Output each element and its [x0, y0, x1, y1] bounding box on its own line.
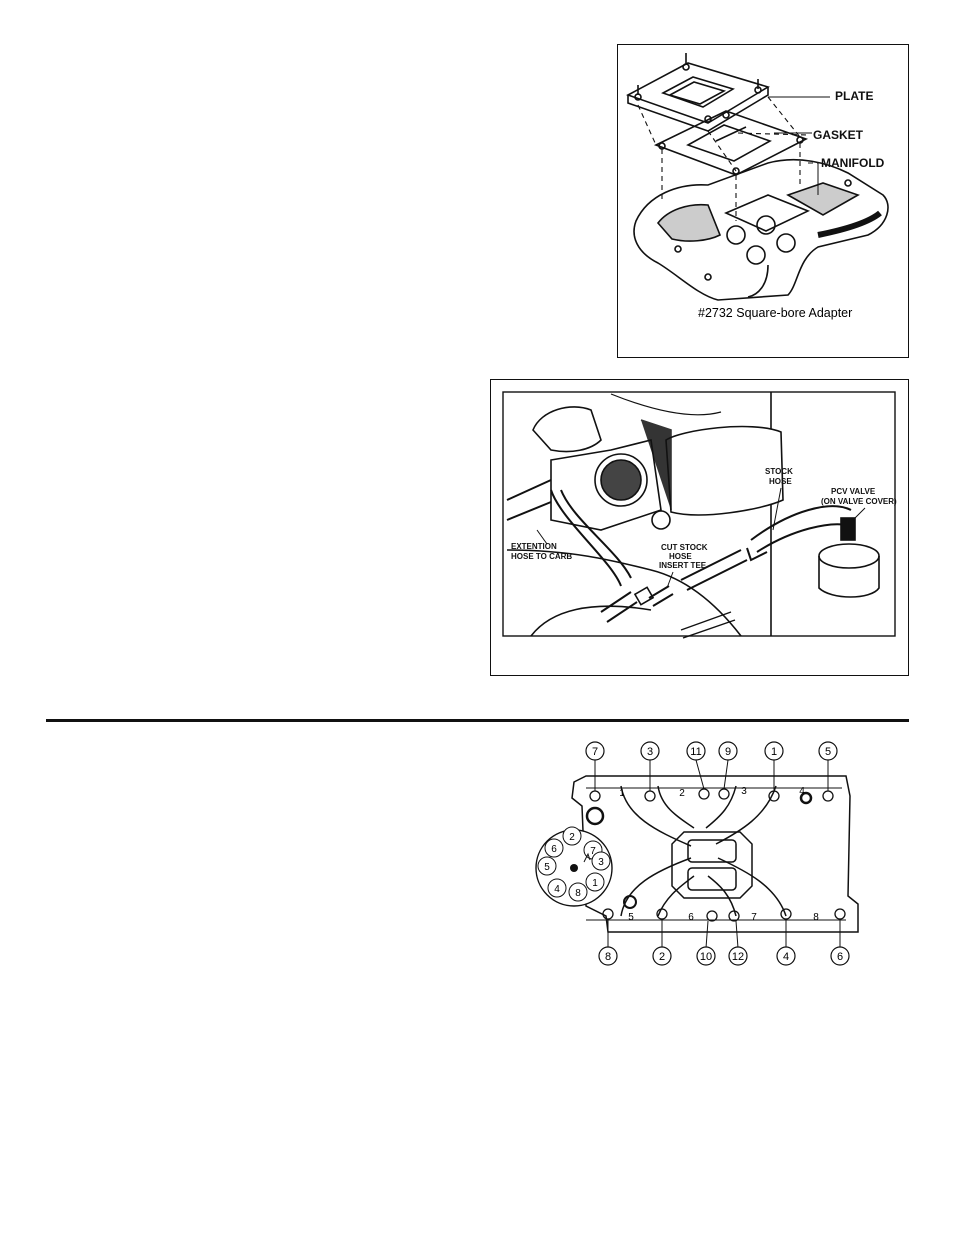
firing-order-6: 6	[551, 844, 557, 855]
bolt-callout-top-6: 5	[825, 746, 831, 758]
firing-order-wheel: 2 7 3 1 8 4 5 6	[536, 827, 612, 906]
manifold-bolt-sequence-figure: 7 3 11 9 1 5 8 2 10 12 4 6 1 2 3	[526, 736, 866, 971]
port-number-top-2: 2	[679, 788, 685, 799]
firing-order-8: 8	[575, 888, 581, 899]
bolt-callout-bottom-2: 2	[659, 951, 665, 963]
firing-order-5: 5	[544, 862, 550, 873]
gasket-label: GASKET	[813, 128, 864, 142]
bolt-callout-top-5: 1	[771, 746, 777, 758]
port-number-bottom-8: 8	[813, 912, 819, 923]
bolt-callout-bottom-5: 4	[783, 951, 789, 963]
stock-hose-label-1: STOCK	[765, 467, 793, 476]
plate-drawing	[628, 53, 768, 131]
cut-stock-hose-label-1: CUT STOCK	[661, 543, 708, 552]
bolt-callout-top-4: 9	[725, 746, 731, 758]
firing-order-7: 7	[590, 846, 596, 857]
bottom-bolt-callouts	[599, 947, 849, 965]
bolt-callout-bottom-6: 6	[837, 951, 843, 963]
port-number-bottom-6: 6	[688, 912, 694, 923]
firing-order-1: 1	[592, 878, 598, 889]
bolt-callout-top-1: 7	[592, 746, 598, 758]
manifold-drawing	[634, 160, 888, 300]
port-number-bottom-7: 7	[751, 912, 757, 923]
firing-order-3: 3	[598, 857, 604, 868]
plate-label: PLATE	[835, 89, 873, 103]
manifold-outline	[572, 776, 858, 932]
stock-hose-label-2: HOSE	[769, 477, 792, 486]
manifold-label: MANIFOLD	[821, 156, 885, 170]
bolt-sequence-illustration: 7 3 11 9 1 5 8 2 10 12 4 6 1 2 3	[526, 736, 866, 971]
port-number-top-3: 3	[741, 786, 747, 797]
bolt-callout-bottom-1: 8	[605, 951, 611, 963]
adapter-exploded-illustration: PLATE GASKET MANIFOLD #2732 Square-bore …	[618, 45, 907, 356]
adapter-caption: #2732 Square-bore Adapter	[698, 306, 852, 320]
extension-hose-label-1: EXTENTION	[511, 542, 557, 551]
firing-order-2: 2	[569, 832, 575, 843]
bolt-callout-top-2: 3	[647, 746, 653, 758]
port-number-bottom-5: 5	[628, 912, 634, 923]
bolt-callout-top-3: 11	[690, 746, 701, 758]
cut-stock-hose-label-3: INSERT TEE	[659, 561, 707, 570]
port-number-top-4: 4	[799, 786, 805, 797]
pcv-valve-label-1: PCV VALVE	[831, 487, 876, 496]
pcv-hose-figure: STOCK HOSE PCV VALVE (ON VALVE COVER) EX…	[490, 379, 909, 676]
bolt-callout-bottom-4: 12	[732, 951, 744, 963]
port-number-top-1: 1	[619, 788, 625, 799]
section-divider	[46, 719, 909, 722]
top-bolt-callouts	[586, 742, 837, 760]
pcv-hose-illustration: STOCK HOSE PCV VALVE (ON VALVE COVER) EX…	[491, 380, 907, 674]
pcv-valve-label-2: (ON VALVE COVER)	[821, 497, 897, 506]
firing-order-4: 4	[554, 884, 560, 895]
cut-stock-hose-label-2: HOSE	[669, 552, 692, 561]
extension-hose-label-2: HOSE TO CARB	[511, 552, 572, 561]
square-bore-adapter-figure: PLATE GASKET MANIFOLD #2732 Square-bore …	[617, 44, 909, 358]
bolt-callout-bottom-3: 10	[700, 951, 712, 963]
